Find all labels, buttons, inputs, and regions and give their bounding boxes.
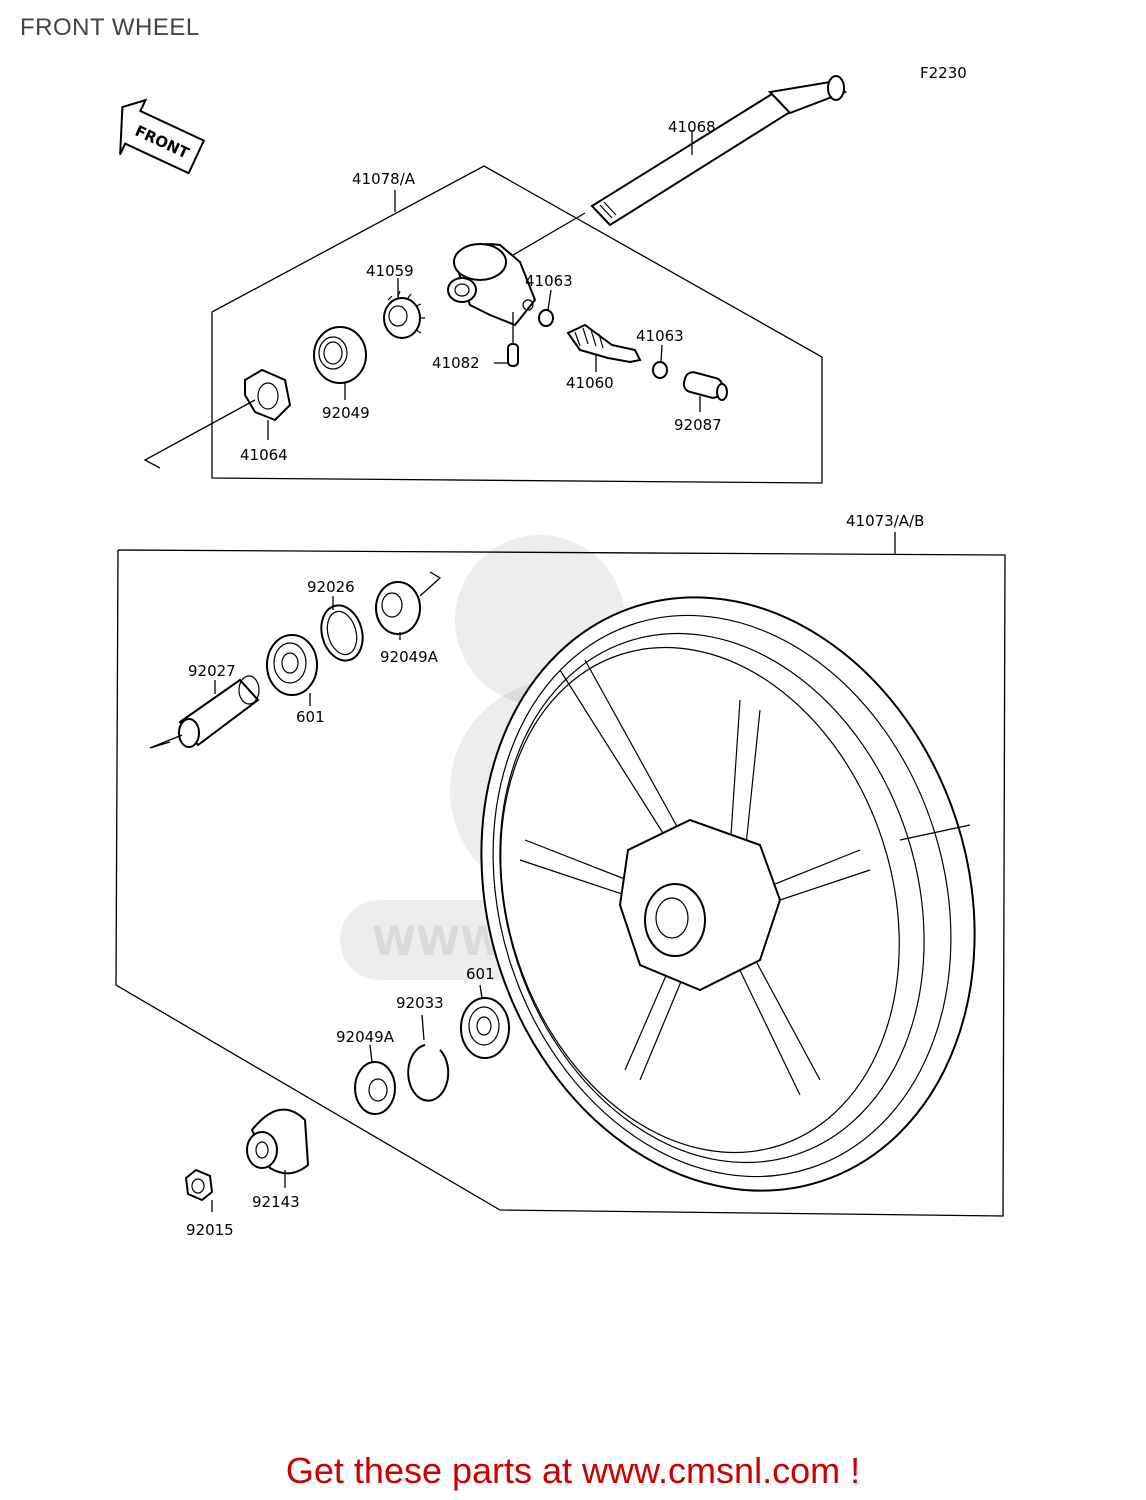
part-label-41059: 41059 [366, 262, 414, 280]
speedometer-gearbox [447, 243, 537, 327]
gear-pin [494, 312, 519, 367]
collar-92143 [246, 1108, 310, 1188]
figure-code: F2230 [920, 64, 967, 82]
exploded-diagram: WWW.CMSNL.COM F2230 FRONT [115, 64, 1006, 1239]
part-label-41064: 41064 [240, 446, 288, 464]
part-label-92087: 92087 [674, 416, 722, 434]
group-frame-41073 [115, 549, 1006, 1217]
promo-link[interactable]: Get these parts at www.cmsnl.com ! [285, 1450, 861, 1491]
part-label-92033: 92033 [396, 994, 444, 1012]
circlip-92033 [407, 1014, 450, 1102]
group-frame-41078 [211, 165, 823, 484]
retainer-41064 [143, 368, 292, 469]
part-label-92015: 92015 [186, 1221, 234, 1239]
bearing-601-lower [460, 984, 510, 1059]
washer-41063-lower [652, 361, 668, 379]
part-label-41063-upper: 41063 [525, 272, 573, 290]
speedometer-gear-drive [383, 278, 425, 339]
part-label-41060: 41060 [566, 374, 614, 392]
bushing-92087 [682, 371, 728, 412]
speedometer-pinion [566, 323, 642, 372]
part-label-92049A-upper: 92049A [380, 648, 439, 666]
part-label-41068: 41068 [668, 118, 716, 136]
front-direction-arrow: FRONT [119, 98, 206, 175]
part-label-41078A: 41078/A [352, 170, 416, 188]
part-label-92027: 92027 [188, 662, 236, 680]
spacer-92027 [149, 675, 260, 749]
front-axle [507, 75, 848, 259]
part-label-41063-lower: 41063 [636, 327, 684, 345]
oil-seal-92049A-lower [354, 1044, 396, 1115]
washer-41063-upper [538, 309, 554, 327]
part-label-92049: 92049 [322, 404, 370, 422]
part-label-41082: 41082 [432, 354, 480, 372]
bearing-601-upper [266, 634, 318, 706]
part-label-41073AB: 41073/A/B [846, 512, 924, 530]
front-wheel-rim [480, 596, 976, 1192]
oil-seal-92049A-upper [375, 571, 442, 640]
part-label-601-upper: 601 [296, 708, 325, 726]
part-label-92026: 92026 [307, 578, 355, 596]
part-label-92143: 92143 [252, 1193, 300, 1211]
page-title: FRONT WHEEL [20, 14, 200, 41]
nut-92015 [184, 1168, 214, 1212]
speedometer-gear-group: 41068 41078/A 41059 41063 41082 41060 41… [143, 75, 848, 484]
part-label-92049A-lower: 92049A [336, 1028, 395, 1046]
ring-92026 [320, 596, 364, 662]
part-label-601-lower: 601 [466, 965, 495, 983]
oil-seal-92049 [313, 326, 367, 400]
wheel-group: 41073/A/B 92026 92049A 92027 601 601 920… [115, 512, 1006, 1239]
